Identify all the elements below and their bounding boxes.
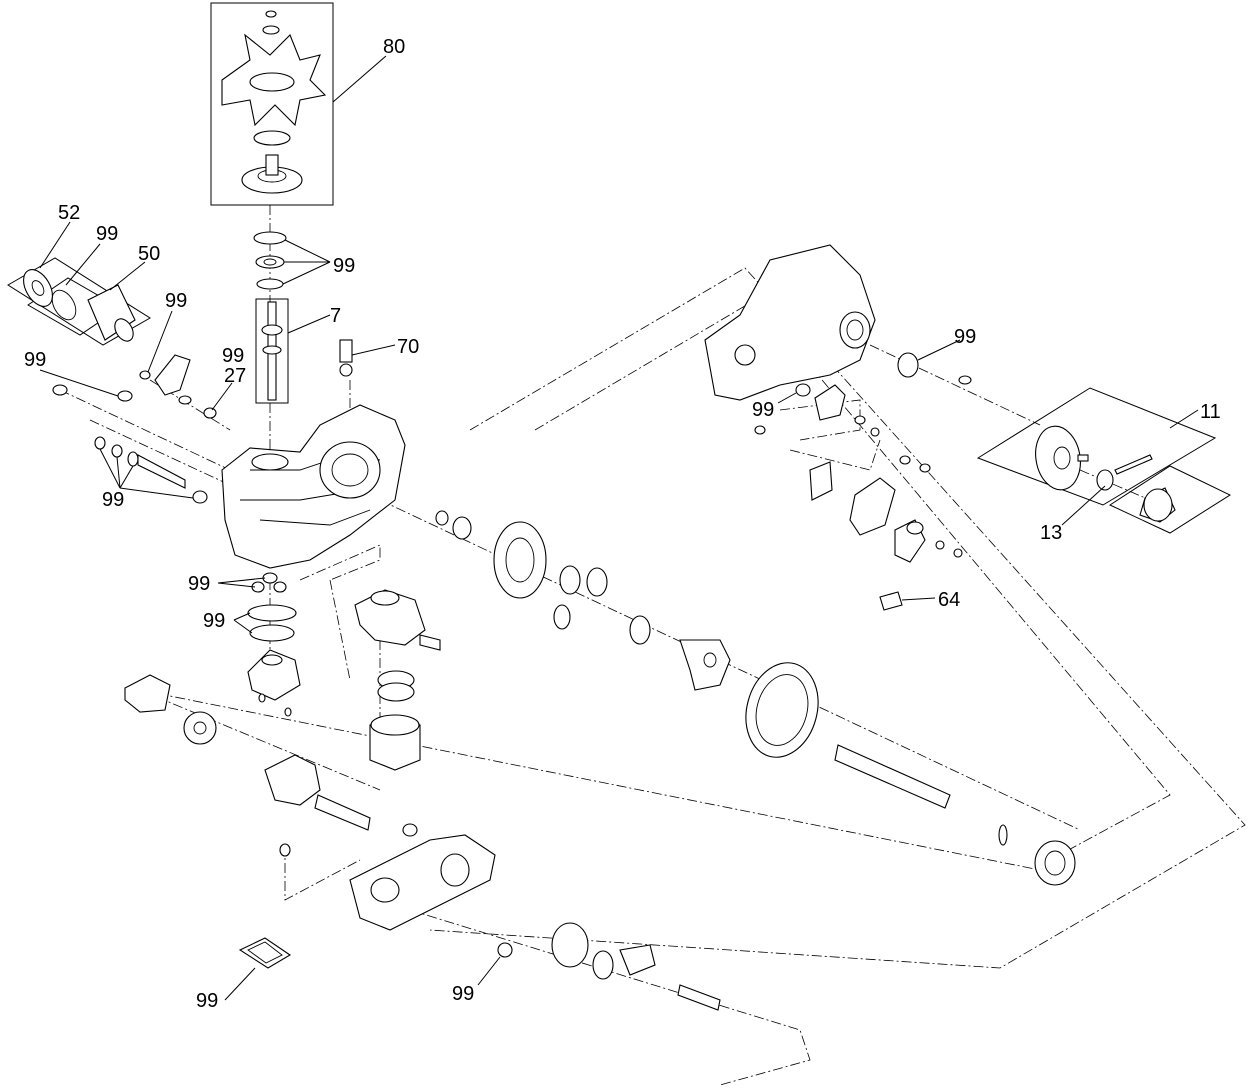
input-shaft-seals: 99 [253,231,355,290]
callout-99-filter: 99 [96,223,118,245]
main-housing: 99 [188,404,406,595]
callout-99-bottom-mid: 99 [452,983,474,1005]
callout-99-left-a: 99 [24,349,46,371]
callout-70: 70 [397,336,419,358]
callout-99-sump-a: 99 [188,573,210,595]
callout-27: 27 [224,365,246,387]
ring-gear-axle [745,662,1076,886]
input-shaft-assembly: 7 [255,298,341,404]
side-cover-housing: 99 99 [704,244,976,421]
pin-70: 70 [339,336,419,377]
callout-99-group: 99 [102,489,124,511]
differential [354,589,441,771]
callout-99-sump-b: 99 [203,610,225,632]
callout-50: 50 [138,243,160,265]
charge-pump-area: 99 [203,604,301,717]
callout-99-upper-left: 99 [165,290,187,312]
fan-pulley-box [210,2,334,206]
bearing-box [1108,465,1232,534]
callout-80: 80 [383,36,405,58]
callout-99-top: 99 [333,255,355,277]
fan-pulley-assembly: 80 [210,2,405,206]
callout-99-mid: 99 [222,345,244,367]
callout-64: 64 [938,589,960,611]
callout-52: 52 [58,202,80,224]
hub-box [976,387,1217,506]
callout-7: 7 [330,305,341,327]
control-shaft-group: 99 [94,436,208,511]
callout-13: 13 [1040,522,1062,544]
reduction-gears [435,510,731,691]
filter-assembly: 52 99 50 [7,202,160,346]
brake-linkage: 64 [754,384,963,611]
callout-99-cover-oring: 99 [752,399,774,421]
input-shaft-box [255,298,289,404]
lower-housing: 99 99 [196,823,721,1012]
callout-99-bottom-left: 99 [196,990,218,1012]
callout-80-leader [332,55,387,103]
callout-11: 11 [1200,401,1221,423]
lower-motor-parts [124,674,371,831]
filter-box [7,257,151,346]
left-side-parts: 99 99 99 27 [24,290,246,419]
hub-assembly: 11 13 [976,387,1232,544]
callout-99-cover-seal: 99 [954,326,976,348]
